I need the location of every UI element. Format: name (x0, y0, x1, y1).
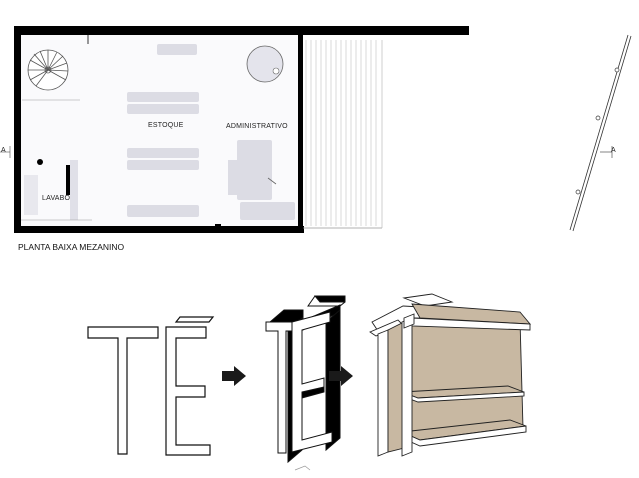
arrow-right-icon (222, 366, 246, 386)
room-label-lavabo: LAVABO (42, 195, 71, 202)
letter-e-outline (165, 326, 211, 456)
accent-outline (174, 316, 215, 323)
admin-desk (228, 140, 295, 220)
section-marker-left-label: A (1, 147, 6, 154)
te-volume (369, 293, 532, 457)
arrow-right-icon (329, 366, 353, 386)
section-line-right (569, 34, 632, 232)
room-label-estoque: ESTOQUE (148, 122, 184, 129)
deck-slats (305, 40, 377, 226)
top-wall (14, 26, 469, 35)
letter-t-outline (87, 326, 159, 455)
bottom-wall (14, 226, 304, 233)
spiral-stair-icon (27, 49, 69, 91)
right-wall (298, 35, 303, 233)
te-outline (87, 316, 215, 456)
section-marker-left (0, 146, 11, 158)
left-wall (14, 26, 21, 233)
column (215, 224, 221, 230)
te-extruded (265, 295, 346, 464)
storage-shelves (127, 44, 199, 217)
floor-plan (0, 26, 469, 233)
section-marker-right-label: A (611, 147, 616, 154)
lavabo-fixtures (21, 159, 92, 221)
plan-caption: PLANTA BAIXA MEZANINO (18, 242, 125, 252)
round-table-icon (246, 45, 284, 83)
room-label-administrativo: ADMINISTRATIVO (226, 123, 288, 130)
